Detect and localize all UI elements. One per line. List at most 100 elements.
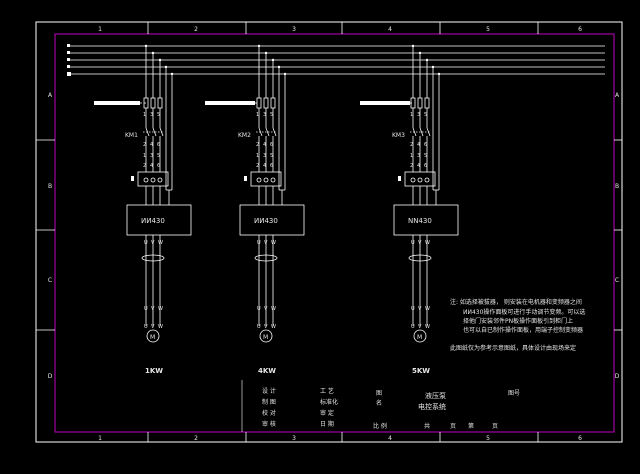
column-label-bottom: 1 — [98, 435, 102, 442]
svg-text:V: V — [264, 306, 268, 312]
svg-text:2: 2 — [143, 163, 146, 169]
svg-text:2: 2 — [410, 163, 413, 169]
svg-text:5: 5 — [157, 112, 160, 118]
tb-name-label-1: 图 — [376, 390, 382, 397]
svg-text:W: W — [425, 324, 430, 330]
svg-text:M: M — [417, 334, 422, 341]
svg-text:U: U — [411, 324, 415, 330]
column-label-top: 5 — [486, 26, 490, 33]
svg-text:1: 1 — [410, 153, 413, 159]
svg-text:W: W — [158, 306, 163, 312]
svg-text:2: 2 — [143, 142, 146, 148]
column-label-bottom: 2 — [194, 435, 198, 442]
motor-rating: 4KW — [258, 367, 276, 375]
column-label-top: 1 — [98, 26, 102, 33]
note-line-4: 也可以自已制作操作面板，用端子控制变频器 — [463, 326, 583, 334]
bus-terminals — [67, 44, 71, 76]
svg-text:U: U — [411, 306, 415, 312]
svg-text:W: W — [158, 240, 163, 246]
row-label-left: D — [48, 373, 53, 380]
svg-text:6: 6 — [157, 163, 160, 169]
tb-title-2: 电控系统 — [418, 402, 446, 411]
breaker-handle — [205, 101, 255, 105]
row-label-left: A — [48, 92, 53, 99]
column-label-top: 3 — [292, 26, 296, 33]
contactor-label: KM1 — [125, 132, 138, 139]
svg-text:W: W — [425, 240, 430, 246]
tb-total: 共 — [424, 422, 430, 430]
svg-text:U: U — [257, 306, 261, 312]
svg-text:2: 2 — [256, 163, 259, 169]
tb-drawing-no: 图号 — [508, 390, 520, 397]
drive-label: ИИ430 — [254, 217, 278, 225]
svg-text:V: V — [418, 324, 422, 330]
svg-text:3: 3 — [150, 153, 153, 159]
svg-text:1: 1 — [256, 153, 259, 159]
tb-name-label-2: 名 — [376, 399, 382, 407]
svg-text:6: 6 — [157, 142, 160, 148]
column-label-bottom: 4 — [388, 435, 392, 442]
motor-symbol — [413, 329, 427, 343]
svg-text:2: 2 — [410, 142, 413, 148]
row-label-right: D — [615, 373, 620, 380]
svg-text:4: 4 — [150, 163, 153, 169]
row-label-left: B — [48, 183, 52, 190]
svg-text:V: V — [151, 324, 155, 330]
svg-text:M: M — [263, 334, 268, 341]
svg-text:5: 5 — [270, 112, 273, 118]
motor-rating: 5KW — [412, 367, 430, 375]
svg-text:V: V — [264, 324, 268, 330]
tb-standard: 标准化 — [320, 398, 338, 406]
svg-text:3: 3 — [417, 153, 420, 159]
svg-text:4: 4 — [417, 142, 420, 148]
svg-text:4: 4 — [417, 163, 420, 169]
column-label-bottom: 3 — [292, 435, 296, 442]
svg-text:U: U — [144, 306, 148, 312]
svg-text:U: U — [257, 324, 261, 330]
svg-text:5: 5 — [424, 153, 427, 159]
tb-pages1: 页 — [450, 423, 456, 430]
column-label-top: 2 — [194, 26, 198, 33]
svg-text:6: 6 — [270, 142, 273, 148]
column-label-top: 4 — [388, 26, 392, 33]
tb-design: 设 计 — [262, 387, 276, 395]
tb-draw: 制 图 — [262, 398, 276, 406]
contactor-label: KM3 — [392, 132, 405, 139]
svg-text:6: 6 — [424, 142, 427, 148]
drive-box — [393, 204, 459, 236]
tb-title-1: 液压泵 — [425, 391, 446, 400]
title-block: 设 计 制 图 校 对 审 核 工 艺 标准化 审 定 日 期 图 名 液压泵 … — [241, 380, 520, 432]
svg-text:W: W — [271, 306, 276, 312]
svg-text:1: 1 — [410, 112, 413, 118]
column-label-bottom: 6 — [578, 435, 582, 442]
contactor-label: KM2 — [238, 132, 251, 139]
breaker-handle — [360, 101, 410, 105]
svg-text:W: W — [271, 324, 276, 330]
svg-text:W: W — [158, 324, 163, 330]
svg-text:6: 6 — [270, 163, 273, 169]
svg-text:1: 1 — [256, 112, 259, 118]
svg-text:2: 2 — [256, 142, 259, 148]
svg-text:M: M — [150, 334, 155, 341]
svg-text:4: 4 — [263, 163, 266, 169]
svg-text:5: 5 — [157, 153, 160, 159]
tb-review: 审 核 — [262, 420, 276, 428]
row-label-left: C — [48, 277, 52, 284]
svg-text:V: V — [418, 306, 422, 312]
svg-text:5: 5 — [270, 153, 273, 159]
notes-block: 注: 如选择被拔器， 则安装在电机器和变频器之间 ИИ430操作面板可进行手动调… — [450, 298, 585, 352]
column-label-bottom: 5 — [486, 435, 490, 442]
svg-text:1: 1 — [143, 153, 146, 159]
svg-text:3: 3 — [417, 112, 420, 118]
tb-scale: 比 例 — [373, 422, 387, 430]
motor-symbol — [146, 329, 160, 343]
svg-text:5: 5 — [424, 112, 427, 118]
svg-text:6: 6 — [424, 163, 427, 169]
